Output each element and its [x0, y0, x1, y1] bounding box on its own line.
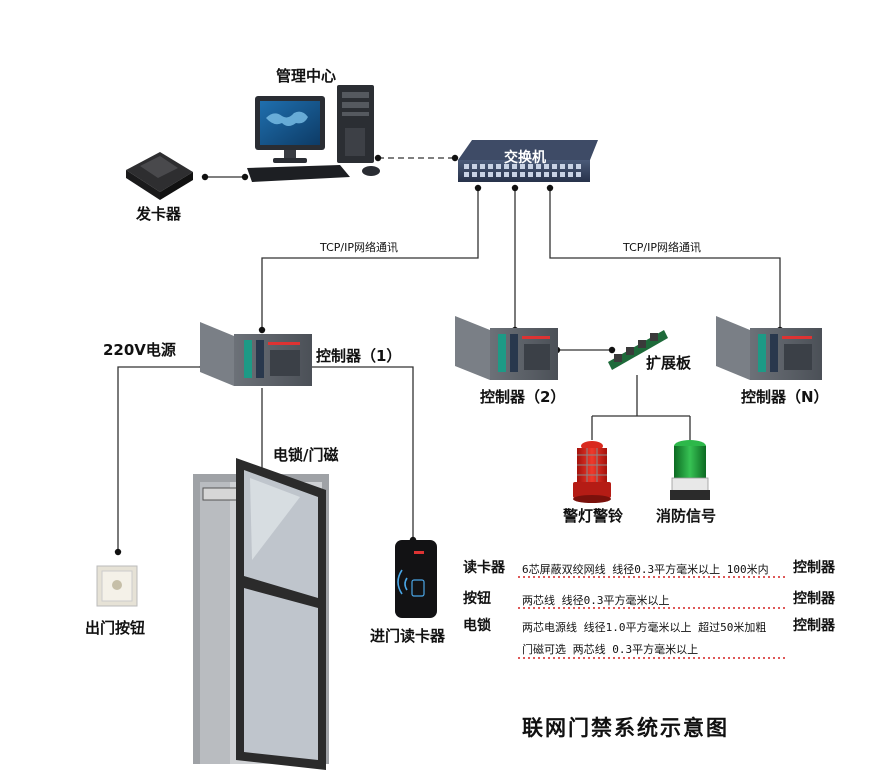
label-tcp-right: TCP/IP网络通讯	[623, 241, 701, 254]
legend-row-3-to: 控制器	[793, 618, 835, 634]
controller-box-n	[716, 316, 822, 380]
label-controller-n: 控制器（N）	[741, 388, 829, 406]
label-expansion-board: 扩展板	[646, 354, 692, 372]
label-entry-reader: 进门读卡器	[370, 627, 446, 645]
legend-row-2-to: 控制器	[793, 591, 835, 607]
label-management-center: 管理中心	[276, 67, 337, 85]
legend-row-3-spec: 两芯电源线 线径1.0平方毫米以上 超过50米加粗	[522, 621, 767, 634]
legend-row-2-from: 按钮	[463, 591, 491, 607]
label-controller-2: 控制器（2）	[480, 388, 566, 406]
label-power: 220V电源	[103, 341, 176, 359]
controller-box-2	[455, 316, 558, 380]
link-power	[117, 366, 203, 552]
network-switch	[458, 140, 598, 182]
link-switch-to-controller-1	[261, 185, 479, 330]
diagram-caption: 联网门禁系统示意图	[522, 716, 729, 740]
fire-signal-device	[670, 440, 710, 500]
legend-row-1-spec: 6芯屏蔽双绞网线 线径0.3平方毫米以上 100米内	[522, 563, 769, 576]
controller-box-1	[200, 322, 312, 386]
entry-reader-device	[395, 540, 437, 618]
label-controller-1: 控制器（1）	[316, 347, 402, 365]
link-controller-1-to-reader	[312, 366, 414, 540]
exit-button-device	[96, 565, 138, 607]
label-tcp-left: TCP/IP网络通讯	[320, 241, 398, 254]
legend-row-3-from: 电锁	[463, 618, 491, 634]
expansion-board-device	[608, 330, 668, 370]
label-card-issuer: 发卡器	[136, 205, 182, 223]
door-leaf	[236, 458, 326, 770]
label-exit-button: 出门按钮	[85, 619, 146, 637]
label-fire-signal: 消防信号	[656, 507, 717, 525]
legend-row-2-spec: 两芯线 线径0.3平方毫米以上	[522, 594, 670, 607]
legend-row-1-to: 控制器	[793, 560, 835, 576]
management-pc	[247, 85, 380, 182]
link-switch-to-controller-n	[549, 185, 781, 330]
legend-row-1-from: 读卡器	[463, 560, 505, 576]
link-board-to-alarms	[591, 375, 691, 440]
label-lock: 电锁/门磁	[273, 446, 339, 464]
card-issuer-device	[126, 152, 193, 200]
connection-lines	[117, 157, 781, 552]
legend-row-3-extra: 门磁可选 两芯线 0.3平方毫米以上	[522, 643, 699, 656]
label-switch: 交换机	[504, 150, 546, 166]
alarm-lamp-device	[573, 441, 611, 503]
label-alarm-lamp: 警灯警铃	[563, 507, 624, 525]
